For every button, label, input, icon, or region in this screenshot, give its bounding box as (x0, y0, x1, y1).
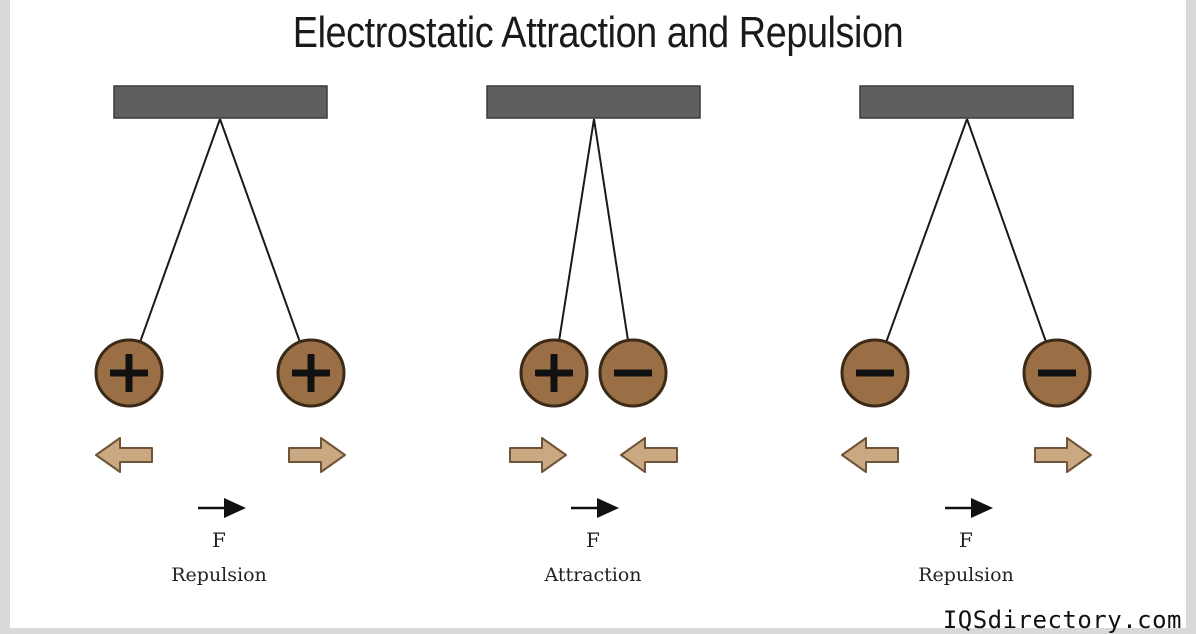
caption-right: Repulsion (866, 564, 1066, 586)
push-arrow-right-icon (510, 438, 566, 472)
support-bar-center (487, 86, 700, 118)
plus-sign-icon (551, 354, 558, 392)
force-arrow-icon (971, 498, 993, 518)
minus-sign-icon (856, 370, 894, 377)
plus-sign-icon (308, 354, 315, 392)
force-arrow-icon (224, 498, 246, 518)
plus-sign-icon (126, 354, 133, 392)
caption-left: Repulsion (119, 564, 319, 586)
string-right-0 (886, 119, 967, 342)
support-bar-right (860, 86, 1073, 118)
push-arrow-left-icon (842, 438, 898, 472)
push-arrow-right-icon (1035, 438, 1091, 472)
string-right-1 (967, 119, 1046, 342)
string-left-0 (140, 119, 220, 342)
string-center-0 (559, 119, 594, 340)
force-label-right: F (866, 528, 1066, 552)
force-label-left: F (119, 528, 319, 552)
push-arrow-left-icon (621, 438, 677, 472)
watermark-logo: IQSdirectory.com (943, 606, 1182, 634)
minus-sign-icon (614, 370, 652, 377)
string-center-1 (594, 119, 628, 340)
support-bar-left (114, 86, 327, 118)
minus-sign-icon (1038, 370, 1076, 377)
string-left-1 (220, 119, 300, 342)
caption-center: Attraction (493, 564, 693, 586)
push-arrow-right-icon (289, 438, 345, 472)
push-arrow-left-icon (96, 438, 152, 472)
force-arrow-icon (597, 498, 619, 518)
force-label-center: F (493, 528, 693, 552)
